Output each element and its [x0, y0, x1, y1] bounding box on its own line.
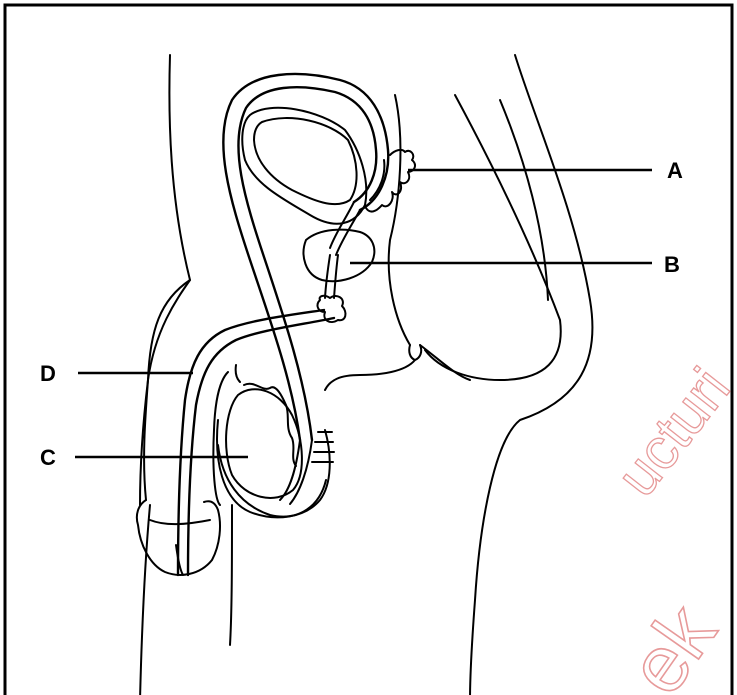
diagram-frame — [5, 5, 732, 695]
body-outline — [140, 55, 592, 695]
label-d: D — [40, 361, 56, 386]
labels: A B C D — [40, 158, 683, 470]
urethra — [178, 310, 334, 575]
vas-deferens — [223, 74, 388, 440]
seminal-vesicle — [366, 150, 415, 212]
prostate — [304, 230, 375, 282]
label-b: B — [664, 252, 680, 277]
label-c: C — [40, 445, 56, 470]
watermark-bottom: ek — [611, 589, 733, 695]
bulbourethral-gland — [318, 255, 346, 322]
bladder — [242, 108, 366, 224]
label-a: A — [667, 158, 683, 183]
watermark-middle: ucturi — [604, 356, 737, 508]
